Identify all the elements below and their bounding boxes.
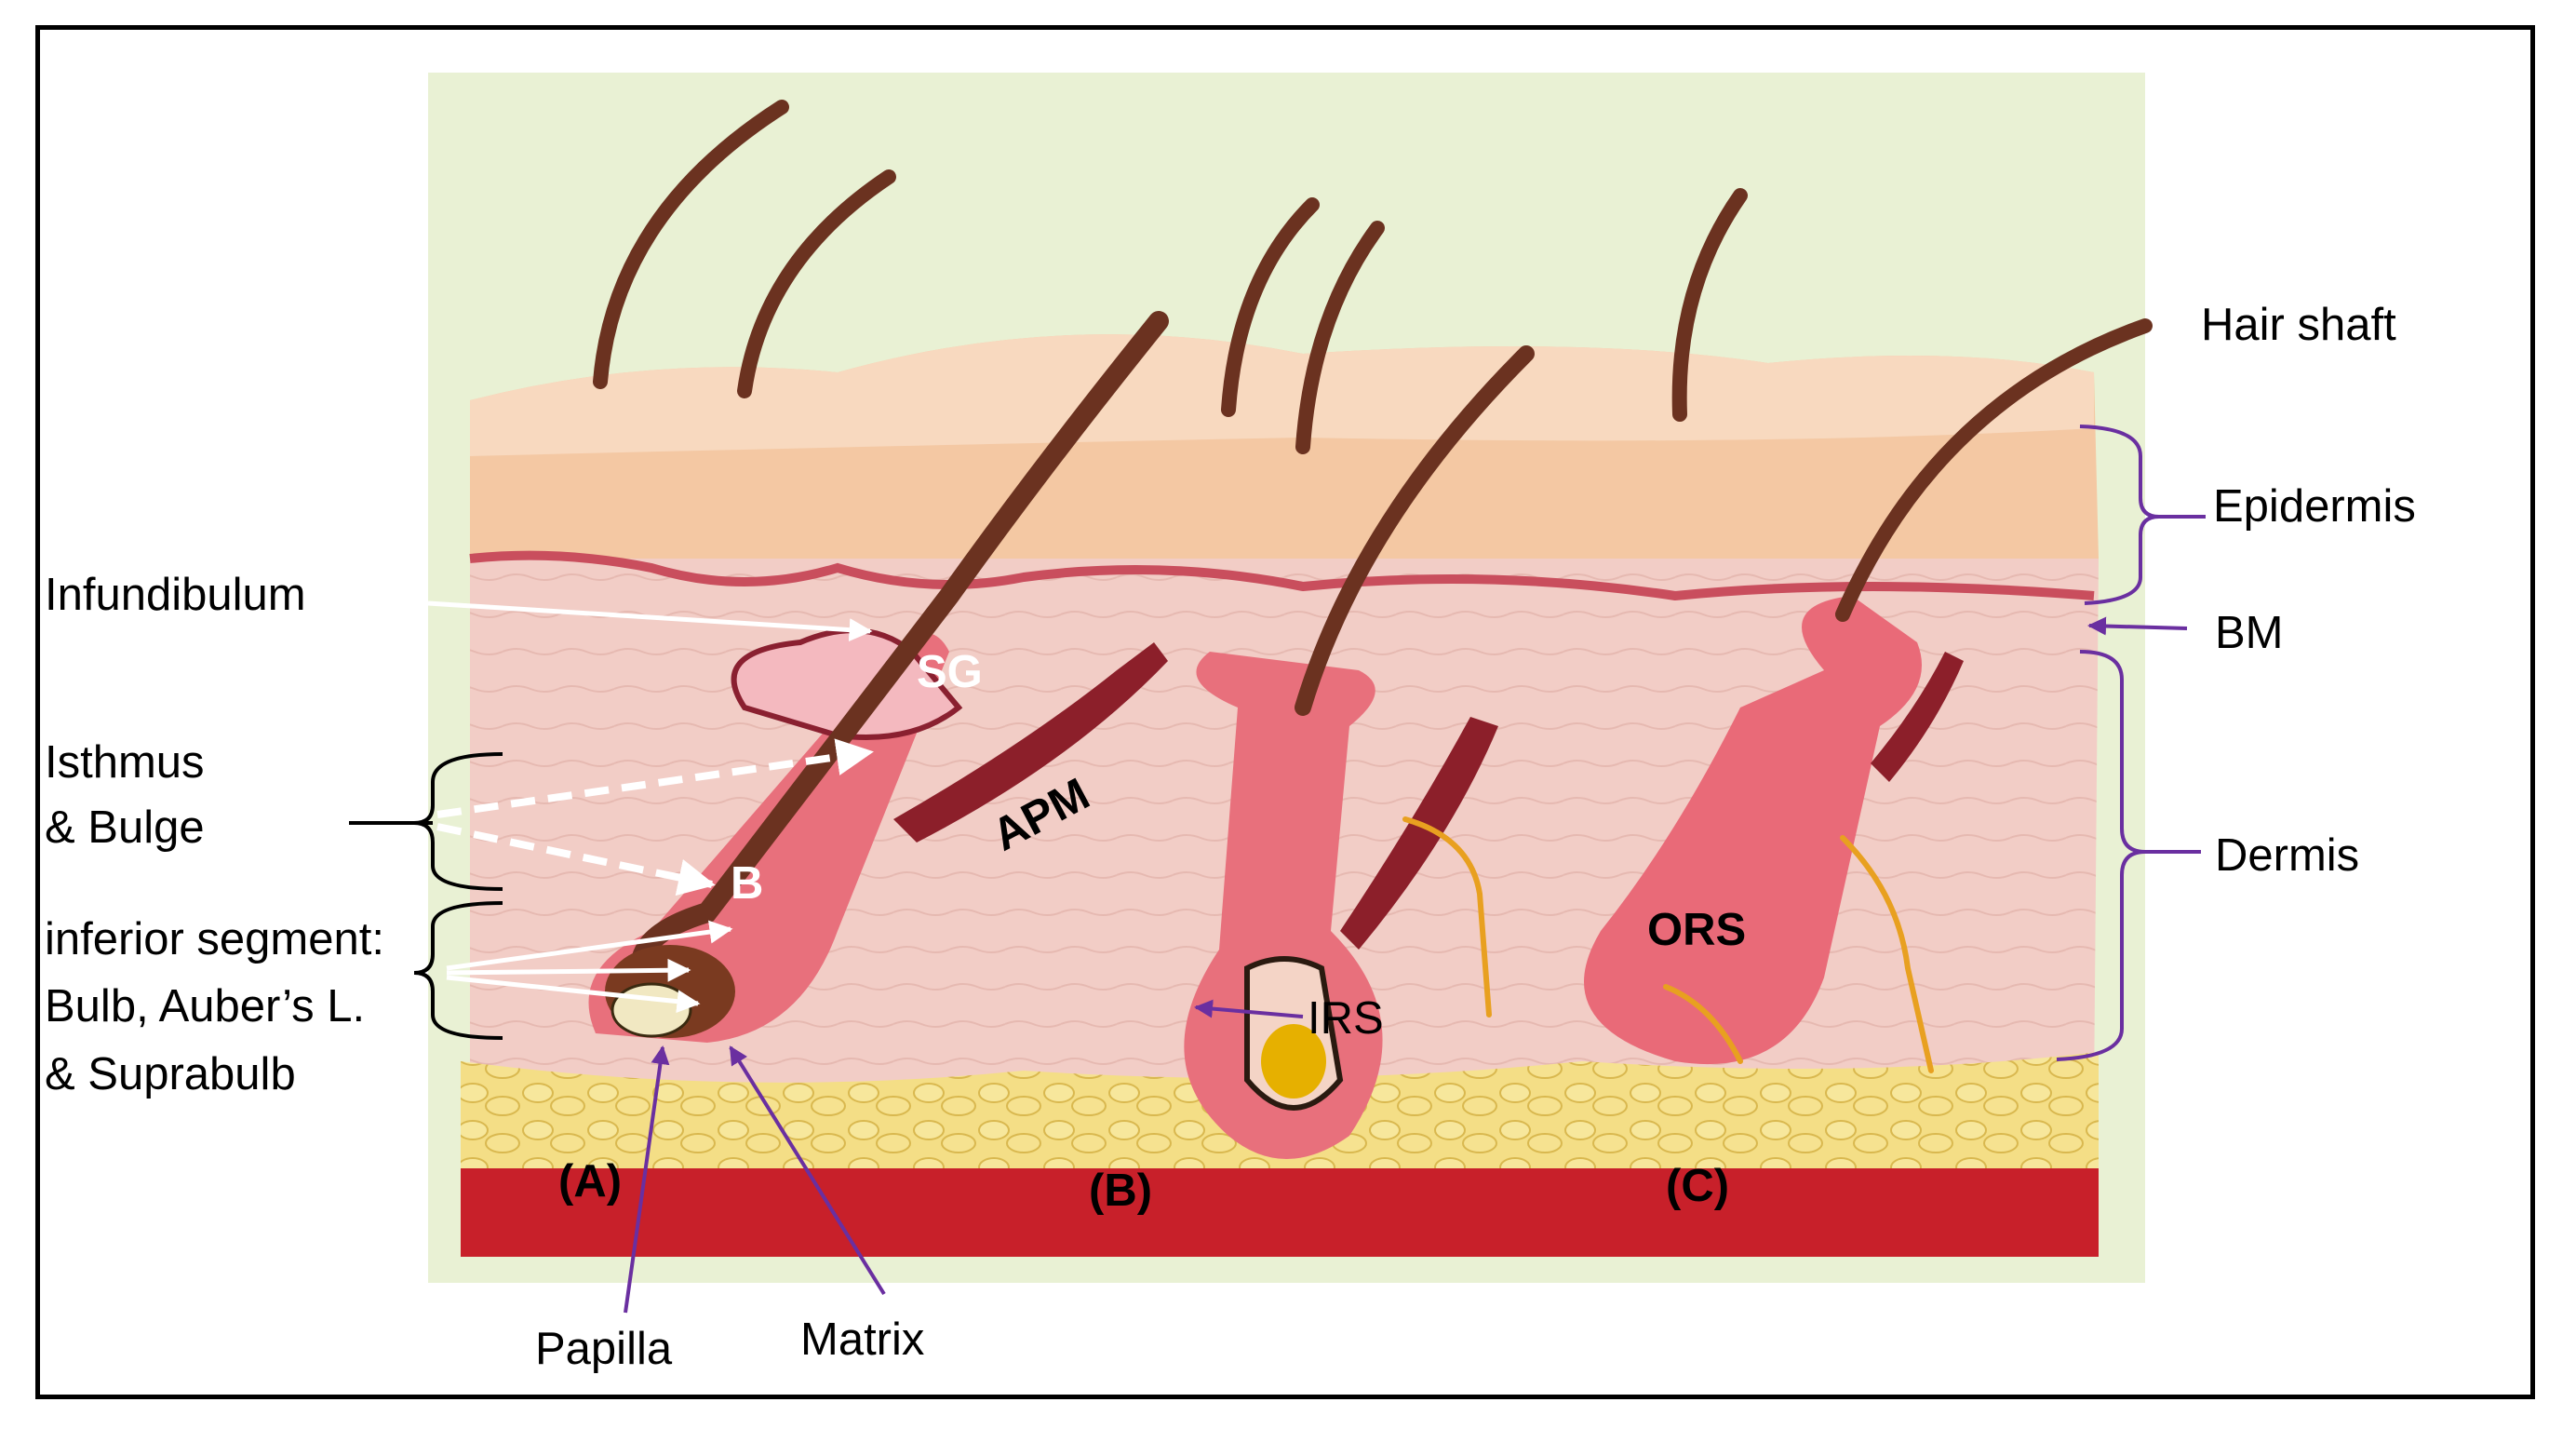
black-annotations (349, 752, 503, 1040)
epidermis-bracket (2079, 425, 2160, 605)
label-inferior-2: Bulb, Auber’s L. (45, 981, 365, 1031)
inferior-brace (413, 901, 503, 1040)
label-hair-shaft: Hair shaft (2201, 300, 2396, 350)
label-irs: IRS (1308, 993, 1384, 1044)
purple-annotations (624, 425, 2206, 1314)
follicle-b-core (1261, 1024, 1326, 1099)
label-isthmus-2: & Bulge (45, 802, 205, 853)
white-annotations (427, 600, 874, 1014)
muscle-base (461, 1168, 2099, 1257)
infundibulum-pointer (427, 600, 873, 642)
label-inferior-1: inferior segment: (45, 914, 384, 964)
follicle-b-hair (1295, 345, 1535, 716)
label-sg: SG (917, 647, 983, 697)
dermis-bracket (2056, 650, 2146, 1061)
surface-hairs (593, 100, 1748, 454)
follicle-c (1584, 318, 2153, 1065)
nerve-fibers (1402, 816, 1934, 1073)
label-matrix: Matrix (800, 1314, 924, 1365)
follicle-c-sheath (1584, 596, 1922, 1065)
follicle-c-hair (1835, 318, 2153, 622)
inferior-pointer-1 (446, 920, 733, 971)
isthmus-brace (413, 752, 503, 891)
papilla-pointer (624, 1045, 670, 1314)
label-dermis: Dermis (2215, 830, 2359, 881)
bm-pointer (2087, 616, 2188, 636)
inferior-pointer-2 (446, 958, 691, 982)
arrector-pili-muscle (893, 642, 1168, 843)
label-stage-a: (A) (558, 1156, 622, 1207)
label-isthmus-1: Isthmus (45, 737, 205, 788)
label-stage-b: (B) (1089, 1166, 1152, 1216)
isthmus-pointer-2 (436, 823, 716, 896)
label-infundibulum: Infundibulum (45, 570, 306, 620)
label-stage-c: (C) (1666, 1161, 1729, 1211)
label-epidermis: Epidermis (2213, 481, 2416, 532)
follicle-b (1184, 345, 1535, 1159)
label-ors: ORS (1647, 905, 1746, 955)
label-bm: BM (2215, 608, 2284, 658)
follicle-c-muscle (1871, 652, 1964, 782)
inferior-pointer-3 (446, 975, 701, 1014)
figure-border (35, 25, 2535, 1399)
basement-membrane (469, 550, 2095, 601)
follicle-a (588, 311, 1169, 1043)
label-papilla: Papilla (535, 1324, 673, 1374)
matrix-pointer (729, 1045, 886, 1296)
label-inferior-3: & Suprabulb (45, 1049, 296, 1099)
follicle-b-muscle (1340, 717, 1498, 950)
label-b: B (731, 858, 763, 909)
irs-pointer (1194, 999, 1304, 1018)
